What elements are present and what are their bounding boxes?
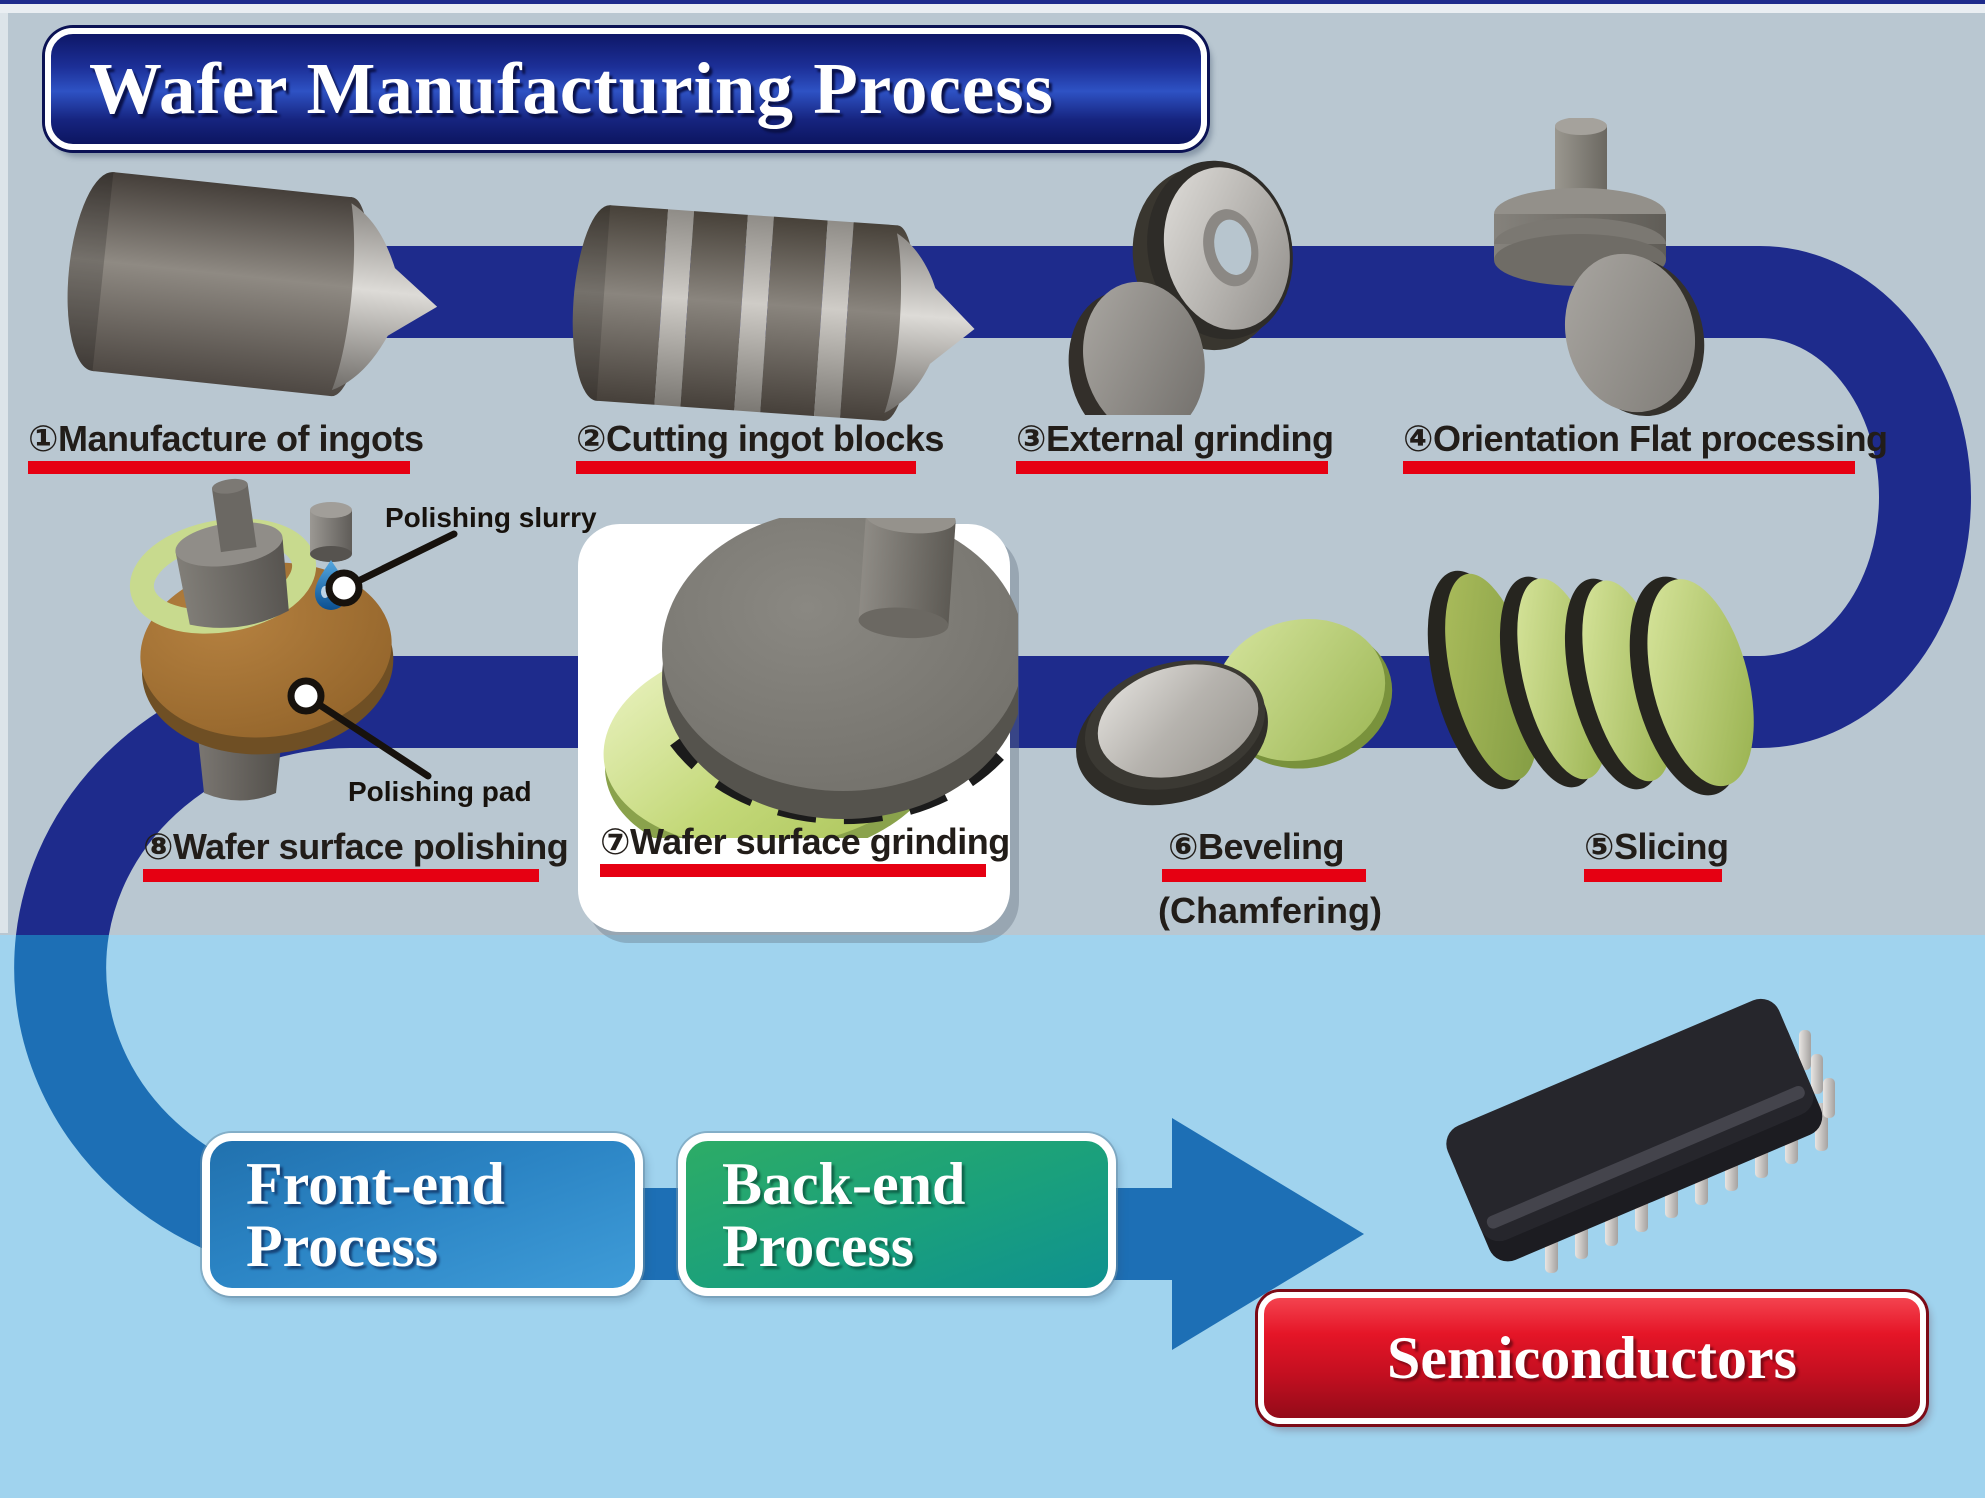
red-underline [1162,869,1366,882]
external-grinding-illustration [1068,160,1293,415]
step-label-7: ⑦Wafer surface grinding [600,820,1010,877]
step-label-6-sub: (Chamfering) [1158,890,1382,931]
step-label-3: ③External grinding [1016,417,1334,474]
page-title-text: Wafer Manufacturing Process [89,48,1055,129]
red-underline [1403,461,1855,474]
red-underline [28,461,410,474]
ingot-illustration [67,172,438,397]
step-label-8: ⑧Wafer surface polishing [143,825,569,882]
page-title: Wafer Manufacturing Process [45,28,1207,150]
chip-illustration [1446,998,1835,1273]
step-label-2: ②Cutting ingot blocks [576,417,944,474]
surface-grinding-illustration [603,518,1018,838]
beveling-illustration [1076,618,1393,806]
orientation-flat-illustration [1494,118,1705,417]
surface-grinding-card: ⑦Wafer surface grinding [578,518,1018,932]
step-label-1: ①Manufacture of ingots [28,417,424,474]
surface-polishing-illustration [129,478,458,801]
front-end-process-box: Front-end Process [202,1133,643,1296]
back-end-process-box: Back-end Process [678,1133,1116,1296]
top-edge-strip [0,4,1985,13]
red-underline [600,864,986,877]
left-edge-strip [0,13,8,933]
red-underline [1584,869,1722,882]
step-label-6: ⑥Beveling [1162,825,1366,882]
cut-ingot-illustration [572,205,975,421]
red-underline [143,869,539,882]
polishing-slurry-label: Polishing slurry [385,502,597,533]
step-label-4: ④Orientation Flat processing [1403,417,1888,474]
polishing-pad-label: Polishing pad [348,776,532,807]
top-edge-line [0,0,1985,4]
red-underline [576,461,916,474]
red-underline [1016,461,1328,474]
semiconductors-box: Semiconductors [1258,1292,1926,1424]
step-label-5: ⑤Slicing [1584,825,1729,882]
slicing-illustration [1427,570,1754,796]
